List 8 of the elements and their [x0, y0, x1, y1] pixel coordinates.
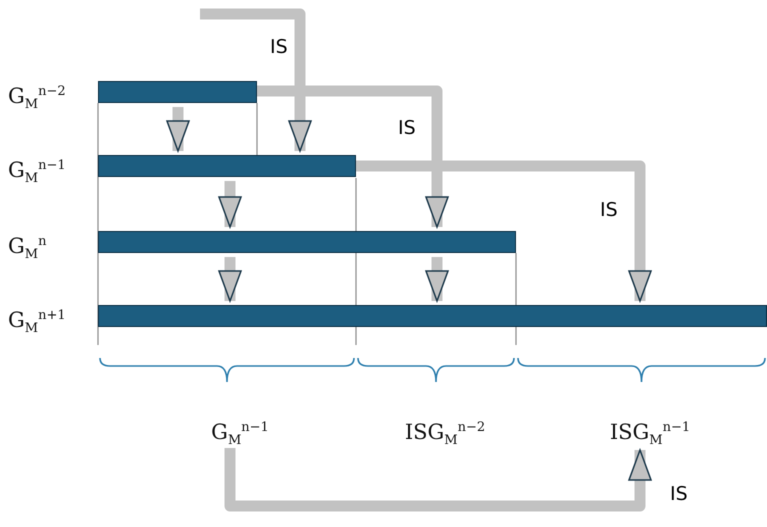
block-arrow — [356, 160, 652, 302]
block-arrow — [166, 107, 190, 152]
block-arrow — [200, 8, 312, 152]
block-arrow — [257, 86, 449, 228]
block-arrow — [425, 257, 449, 302]
block-arrow — [224, 448, 652, 512]
block-arrow — [218, 181, 242, 228]
block-arrow — [218, 257, 242, 302]
